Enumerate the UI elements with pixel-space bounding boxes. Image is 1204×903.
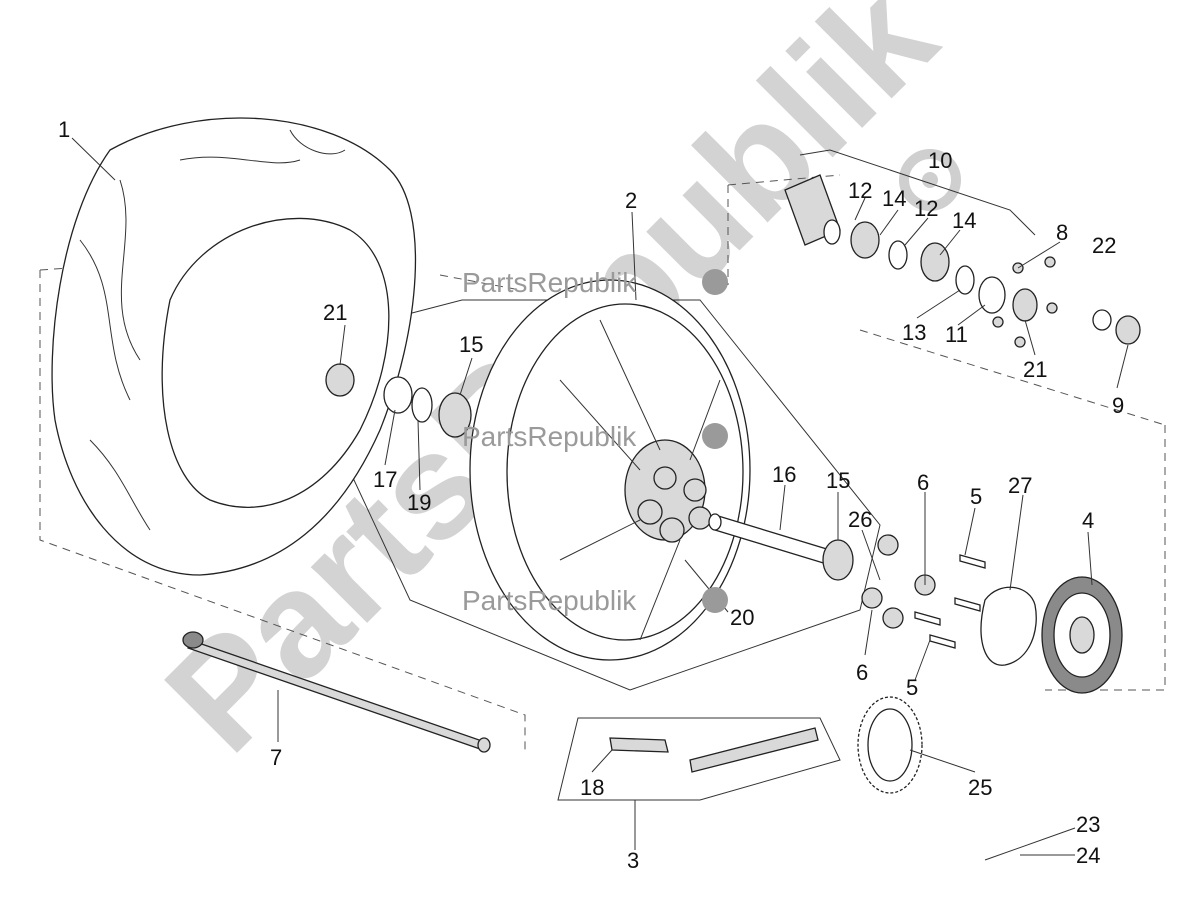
watermark-text: PartsRepublik bbox=[462, 421, 637, 452]
callout-7: 7 bbox=[270, 745, 282, 770]
callout-22: 22 bbox=[1092, 233, 1116, 258]
callout-12-right: 12 bbox=[914, 196, 938, 221]
callout-15-left: 15 bbox=[459, 332, 483, 357]
callout-1: 1 bbox=[58, 117, 70, 142]
callout-13: 13 bbox=[902, 320, 926, 345]
abs-tone-ring bbox=[857, 696, 923, 794]
callout-15-right: 15 bbox=[826, 468, 850, 493]
callout-18: 18 bbox=[580, 775, 604, 800]
watermark-gear-icon bbox=[899, 149, 961, 211]
callout-2: 2 bbox=[625, 188, 637, 213]
callout-11: 11 bbox=[945, 322, 968, 347]
tire bbox=[51, 117, 417, 576]
callout-3: 3 bbox=[627, 848, 639, 873]
callout-21-right: 21 bbox=[1023, 357, 1047, 382]
wheel-rim bbox=[469, 279, 751, 661]
callout-10: 10 bbox=[928, 148, 952, 173]
axle bbox=[182, 631, 491, 753]
callout-26: 26 bbox=[848, 507, 872, 532]
callout-labels: 1 2 3 4 5 5 6 6 7 8 9 10 11 12 12 13 14 … bbox=[58, 117, 1124, 873]
callout-25: 25 bbox=[968, 775, 992, 800]
watermark-text: PartsRepublik bbox=[462, 267, 637, 298]
watermark-row-2: PartsRepublik bbox=[462, 421, 728, 452]
watermark-logo-icon bbox=[702, 587, 728, 613]
damper-and-stud-parts bbox=[861, 534, 986, 649]
callout-4: 4 bbox=[1082, 508, 1094, 533]
gasket bbox=[980, 586, 1037, 666]
sprocket-carrier-parts bbox=[784, 174, 1141, 348]
watermark-row-3: PartsRepublik bbox=[462, 585, 728, 616]
callout-6-bottom: 6 bbox=[856, 660, 868, 685]
watermark-text: PartsRepublik bbox=[462, 585, 637, 616]
callout-5-bottom: 5 bbox=[906, 675, 918, 700]
callout-14-left: 14 bbox=[882, 186, 906, 211]
watermark-logo-icon bbox=[702, 269, 728, 295]
callout-17: 17 bbox=[373, 467, 397, 492]
callout-23: 23 bbox=[1076, 812, 1100, 837]
callout-14-right: 14 bbox=[952, 208, 976, 233]
watermark-row-1: PartsRepublik bbox=[462, 267, 728, 298]
callout-12-left: 12 bbox=[848, 178, 872, 203]
callout-8: 8 bbox=[1056, 220, 1068, 245]
callout-24: 24 bbox=[1076, 843, 1100, 868]
callout-16: 16 bbox=[772, 462, 796, 487]
callout-27: 27 bbox=[1008, 473, 1032, 498]
watermark-logo-icon bbox=[702, 423, 728, 449]
callout-19: 19 bbox=[407, 490, 431, 515]
callout-6-top: 6 bbox=[917, 470, 929, 495]
callout-21-left: 21 bbox=[323, 300, 347, 325]
callout-9: 9 bbox=[1112, 393, 1124, 418]
chain-link-parts bbox=[609, 727, 819, 773]
leader-lines bbox=[71, 137, 1129, 861]
callout-20: 20 bbox=[730, 605, 754, 630]
callout-5-top: 5 bbox=[970, 484, 982, 509]
rear-sprocket bbox=[1041, 576, 1123, 694]
group-outlines bbox=[339, 149, 1036, 801]
